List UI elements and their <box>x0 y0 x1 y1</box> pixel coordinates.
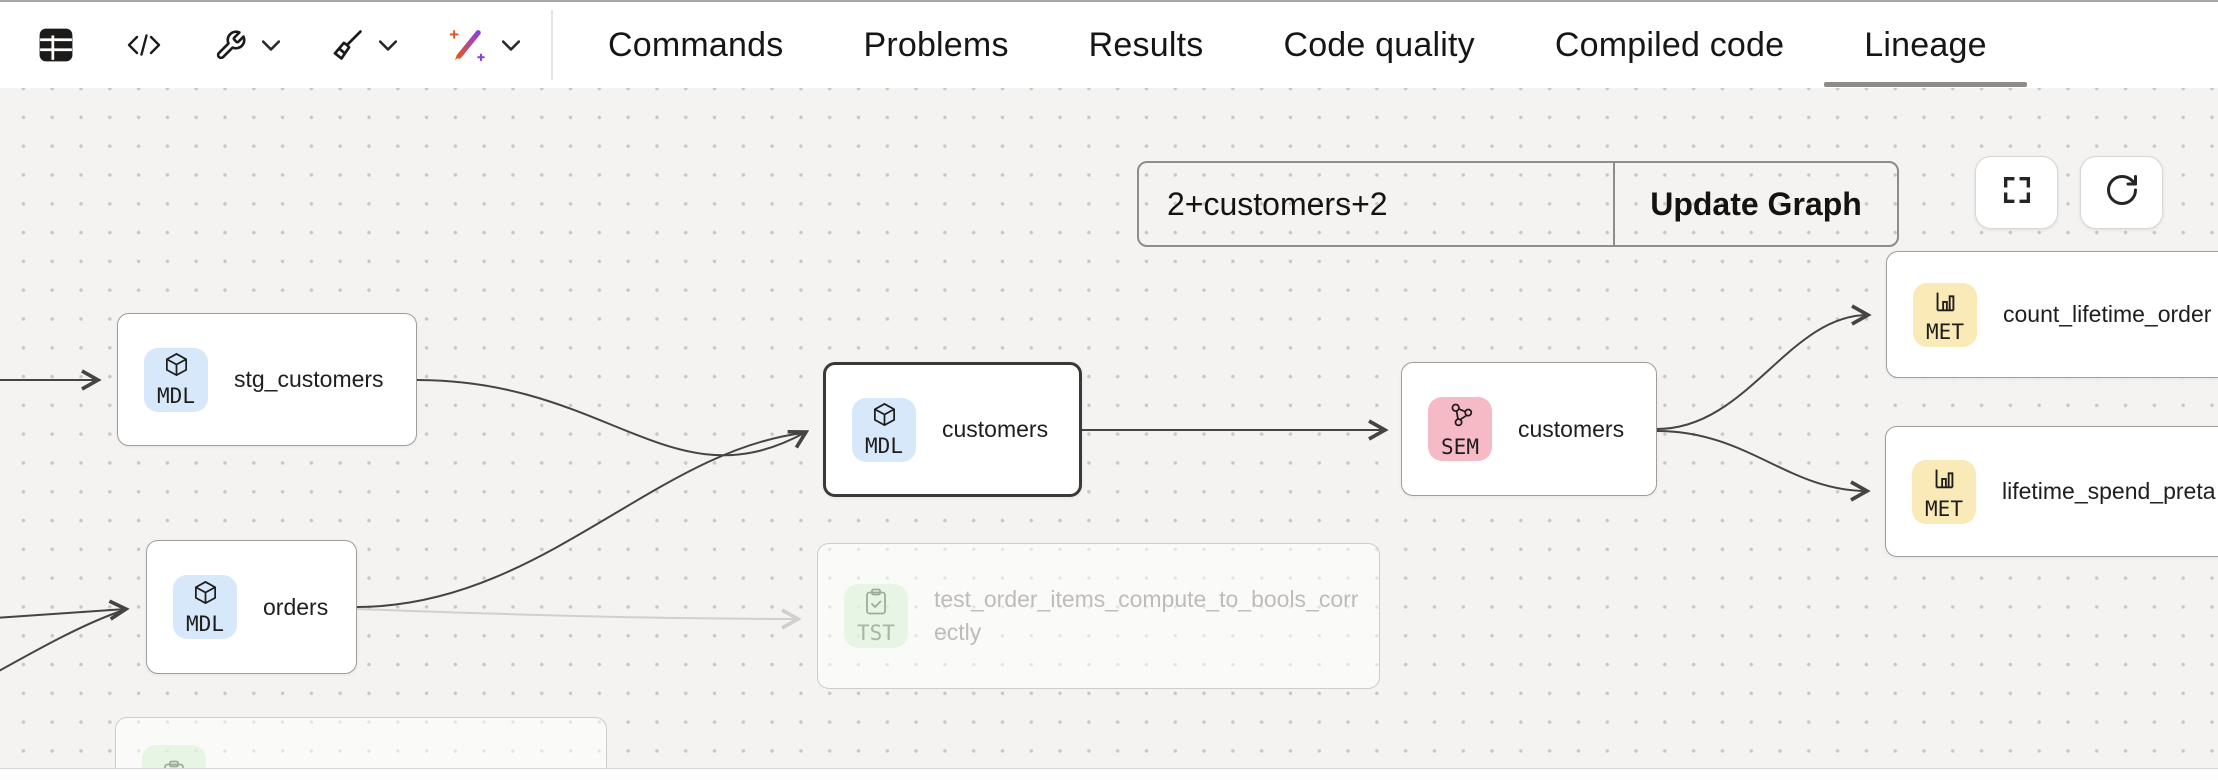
lineage-node-lifetime-spend-pretax[interactable]: MET lifetime_spend_preta <box>1885 426 2218 557</box>
node-label: test_order_items_compute_to_bools_correc… <box>934 586 1359 645</box>
refresh-button[interactable] <box>2080 156 2163 229</box>
lineage-node-customers-semantic[interactable]: SEM customers <box>1401 362 1657 496</box>
refresh-icon <box>2104 172 2140 213</box>
lineage-node-count-lifetime-orders[interactable]: MET count_lifetime_order <box>1886 251 2218 378</box>
node-label: count_lifetime_order <box>2003 301 2212 327</box>
bottom-strip <box>0 768 2218 780</box>
model-badge: MDL <box>144 347 208 412</box>
tab-bar: Commands Problems Results Code quality C… <box>568 2 2028 88</box>
update-graph-button[interactable]: Update Graph <box>1613 163 1897 245</box>
badge-label: MDL <box>157 384 195 408</box>
lineage-node-test-order-items[interactable]: TST test_order_items_compute_to_bools_co… <box>817 543 1380 689</box>
test-badge <box>142 745 206 768</box>
chevron-down-icon[interactable] <box>502 39 520 51</box>
chevron-down-icon[interactable] <box>379 39 397 51</box>
magic-wand-icon[interactable] <box>447 26 487 64</box>
cube-icon <box>162 352 191 384</box>
code-icon[interactable] <box>124 29 164 61</box>
tab-problems[interactable]: Problems <box>863 25 1009 64</box>
node-label: stg_customers <box>234 366 384 392</box>
chevron-down-icon[interactable] <box>262 39 280 51</box>
clipboard-check-icon <box>863 588 889 621</box>
lineage-node-stg-customers[interactable]: MDL stg_customers <box>117 313 417 446</box>
badge-label: TST <box>857 621 895 645</box>
model-badge: MDL <box>173 575 237 639</box>
fullscreen-button[interactable] <box>1975 156 2058 229</box>
bar-chart-icon <box>1930 464 1958 497</box>
broom-icon[interactable] <box>330 28 364 62</box>
cube-icon <box>870 402 899 434</box>
node-label: lifetime_spend_preta <box>2002 478 2216 504</box>
lineage-canvas[interactable]: 2+customers+2 Update Graph MDL stg_custo… <box>0 88 2218 768</box>
badge-label: MET <box>1925 496 1963 521</box>
badge-label: MDL <box>865 434 903 458</box>
lineage-node-customers-model[interactable]: MDL customers <box>823 362 1082 497</box>
tab-results[interactable]: Results <box>1088 25 1204 64</box>
fullscreen-icon <box>2000 173 2034 212</box>
lineage-node-partial-test[interactable] <box>115 717 607 768</box>
tab-lineage[interactable]: Lineage <box>1824 2 2028 88</box>
semantic-badge: SEM <box>1428 397 1492 461</box>
cube-icon <box>191 580 220 612</box>
node-label: customers <box>1518 415 1625 442</box>
lineage-node-orders[interactable]: MDL orders <box>146 540 357 674</box>
table-icon[interactable] <box>38 27 74 63</box>
node-label: orders <box>263 593 329 620</box>
metric-badge: MET <box>1913 282 1977 347</box>
bar-chart-icon <box>1931 287 1959 320</box>
tab-compiled-code[interactable]: Compiled code <box>1554 25 1785 64</box>
badge-label: MET <box>1926 319 1964 344</box>
toolbar-icon-group <box>38 2 520 88</box>
metric-badge: MET <box>1912 459 1976 524</box>
tab-commands[interactable]: Commands <box>608 25 784 64</box>
toolbar-divider <box>551 10 553 80</box>
wrench-icon[interactable] <box>214 29 247 62</box>
semantic-graph-icon <box>1446 401 1475 435</box>
lineage-filter-input[interactable]: 2+customers+2 <box>1167 185 1388 222</box>
model-badge: MDL <box>852 397 916 462</box>
test-badge: TST <box>844 584 908 648</box>
badge-label: MDL <box>186 611 224 636</box>
tab-code-quality[interactable]: Code quality <box>1283 25 1475 64</box>
node-label: customers <box>942 416 1049 442</box>
clipboard-check-icon <box>161 760 187 768</box>
badge-label: SEM <box>1441 434 1479 459</box>
top-toolbar: Commands Problems Results Code quality C… <box>0 0 2218 88</box>
graph-controls: 2+customers+2 Update Graph <box>1137 161 1899 247</box>
